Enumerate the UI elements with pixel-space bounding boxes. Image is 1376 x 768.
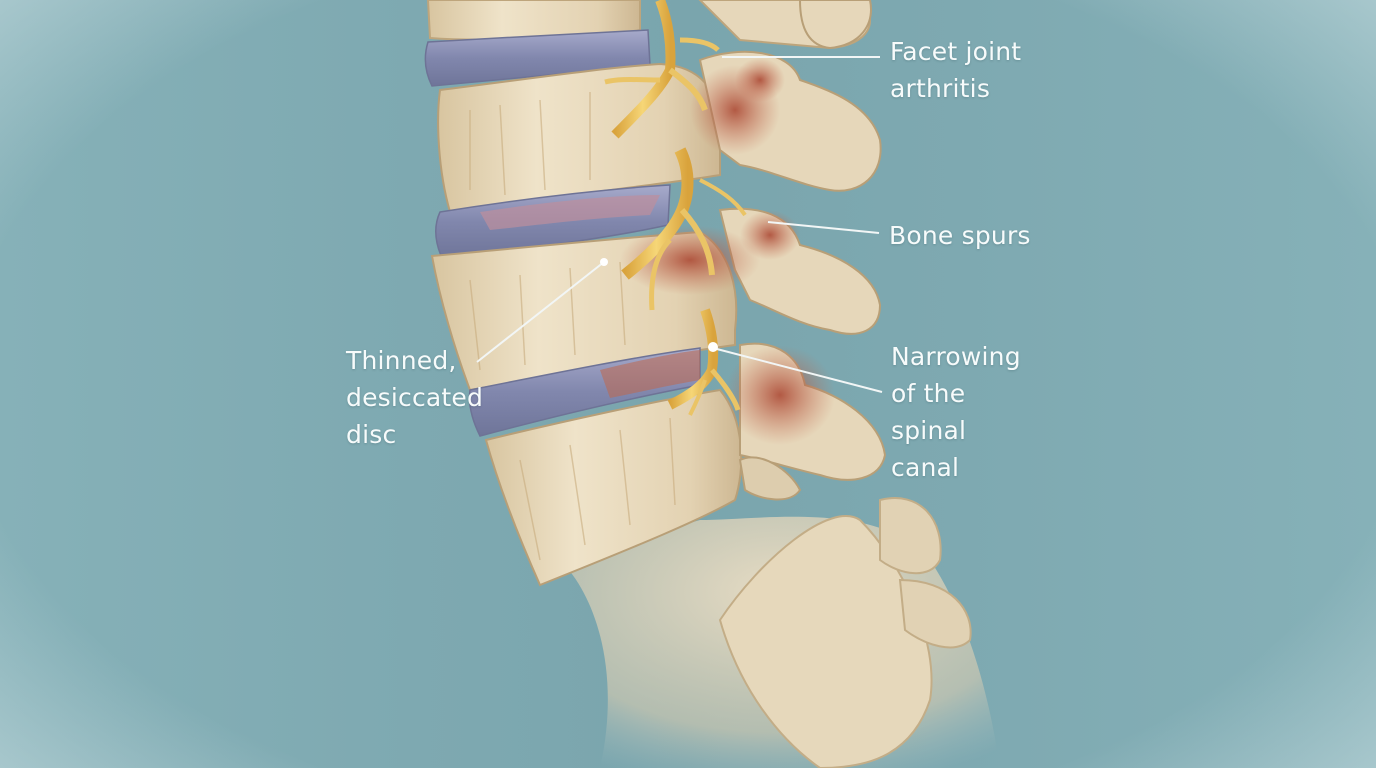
label-bone-spurs: Bone spurs (889, 221, 1031, 250)
nerve-roots (604, 0, 747, 416)
leader-dots (600, 258, 718, 352)
leader-spurs (767, 221, 880, 234)
dot-canal (708, 342, 718, 352)
label-thinned-desiccated-disc: Thinned, desiccated disc (346, 346, 484, 449)
dot-disc (600, 258, 608, 266)
label-facet-joint-arthritis: Facet joint arthritis (890, 37, 1022, 103)
vertebra-l5 (484, 342, 887, 587)
vertebra-l4 (430, 207, 882, 392)
leader-disc (476, 261, 605, 363)
leader-lines (476, 56, 883, 393)
sacrum (560, 497, 1000, 768)
leader-canal (712, 347, 883, 393)
label-narrowing-spinal-canal: Narrowing of the spinal canal (891, 342, 1021, 482)
